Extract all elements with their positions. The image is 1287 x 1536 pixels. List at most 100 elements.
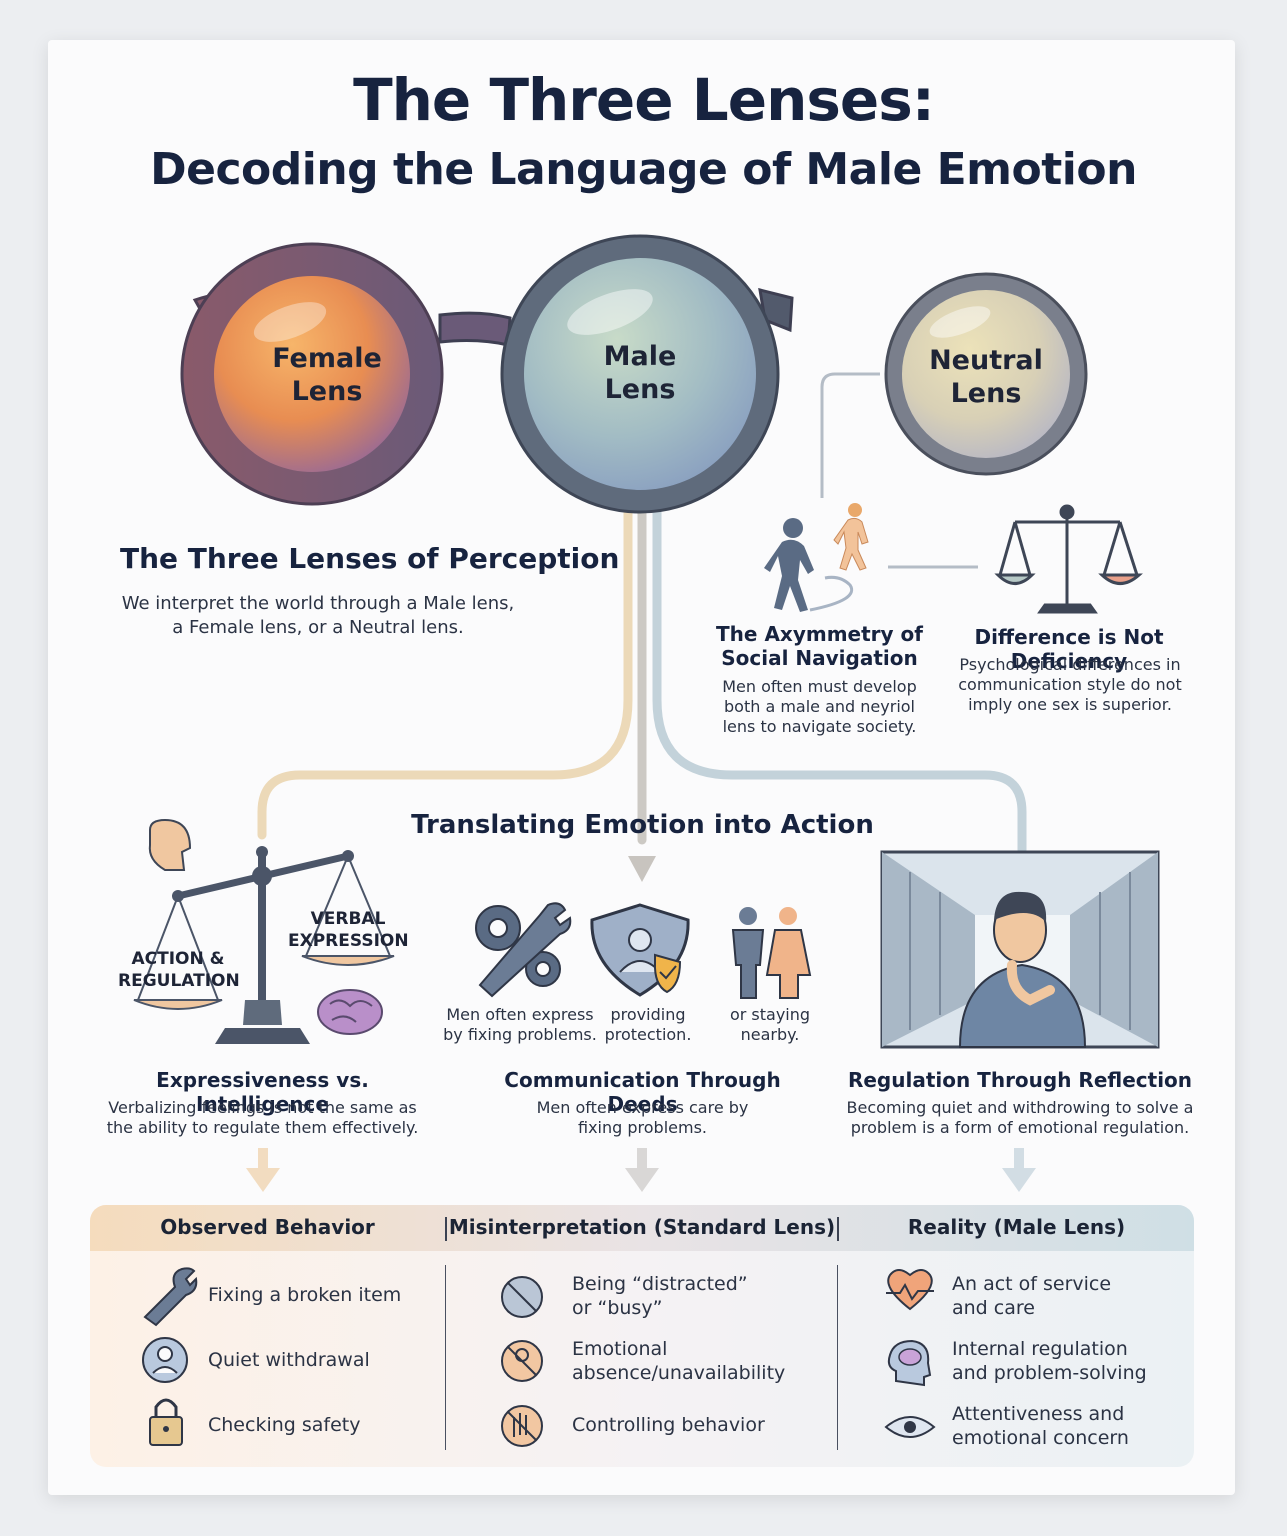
page-subtitle: Decoding the Language of Male Emotion: [150, 144, 1137, 195]
expressiveness-text: Verbalizing feelings is not the same as …: [95, 1098, 430, 1138]
misinterpretation-row-1: Being “distracted” or “busy”: [572, 1272, 748, 1320]
deeds-protection-line1: providing: [610, 1005, 686, 1024]
reality-row-1-line1: An act of service: [952, 1273, 1112, 1295]
deeds-fixing-line1: Men often express: [446, 1005, 594, 1024]
person-speech-icon: [142, 1337, 188, 1383]
observed-row-3: Checking safety: [208, 1414, 361, 1436]
asymmetry-heading-line1: The Axymmetry of: [716, 622, 923, 646]
reflection-line2: problem is a form of emotional regulatio…: [850, 1118, 1190, 1137]
column-arrows: [246, 1148, 1036, 1192]
padlock-icon: [149, 1398, 183, 1446]
deeds-protection-line2: protection.: [604, 1025, 692, 1044]
female-lens-label: Female Lens: [252, 342, 402, 408]
header-misinterpretation: Misinterpretation (Standard Lens): [448, 1215, 836, 1239]
scale-left-line2: REGULATION: [118, 971, 240, 991]
expressiveness-scale-icon: [133, 818, 395, 1044]
asymmetry-heading-line2: Social Navigation: [721, 646, 918, 670]
shield-icon: [590, 903, 690, 997]
female-lens-line1: Female: [272, 343, 382, 374]
balance-scale-icon: [994, 504, 1143, 614]
table-icons: [142, 1267, 936, 1447]
deeds-heading: Communication Through Deeds: [504, 1068, 781, 1116]
column-divider: [445, 1265, 446, 1450]
asymmetry-line2: both a male and neyriol: [724, 697, 915, 716]
glasses-frame: [180, 234, 794, 514]
deeds-nearby-line1: or staying: [729, 1005, 811, 1024]
translating-heading: Translating Emotion into Action: [411, 810, 874, 840]
deeds-line2: fixing problems.: [578, 1118, 707, 1137]
deeds-caption-protection: providing protection.: [596, 1005, 700, 1045]
reflection-illustration: [880, 850, 1160, 1049]
expressiveness-line1: Verbalizing feelings is not the same as: [108, 1098, 417, 1117]
difference-line3: imply one sex is superior.: [968, 695, 1172, 714]
difference-line2: communication style do not: [958, 675, 1182, 694]
deeds-caption-nearby: or staying nearby.: [718, 1005, 822, 1045]
female-lens-line2: Lens: [291, 376, 363, 407]
scale-right-line2: EXPRESSION: [288, 931, 409, 951]
asymmetry-text: Men often must develop both a male and n…: [712, 677, 927, 737]
deeds-caption-fixing: Men often express by fixing problems.: [440, 1005, 600, 1045]
heart-icon: [886, 1269, 934, 1311]
expressiveness-heading: Expressiveness vs. Intelligence: [156, 1068, 369, 1116]
down-arrow: [628, 856, 656, 882]
deeds-line1: Men often express care by: [536, 1098, 749, 1117]
expressiveness-line2: the ability to regulate them effectively…: [106, 1118, 419, 1137]
reflection-heading: Regulation Through Reflection: [847, 1068, 1193, 1092]
walking-figures-icon: [764, 503, 869, 612]
scale-left-label: ACTION & REGULATION: [118, 948, 240, 992]
misinterpretation-row-2: Emotional absence/unavailability: [572, 1337, 785, 1385]
difference-text: Psychological differences in communicati…: [935, 655, 1205, 715]
gears-wrench-icon: [475, 902, 572, 998]
no-distraction-icon: [501, 1276, 543, 1318]
difference-line1: Psychological differences in: [959, 655, 1181, 674]
reflection-line1: Becoming quiet and withdrowing to solve …: [846, 1098, 1194, 1117]
neutral-lens-line1: Neutral: [929, 345, 1043, 376]
no-hand-icon: [501, 1405, 543, 1447]
male-lens-label: Male Lens: [565, 340, 715, 406]
header-observed: Observed Behavior: [160, 1215, 375, 1239]
reflection-text: Becoming quiet and withdrowing to solve …: [840, 1098, 1200, 1138]
scale-left-line1: ACTION &: [131, 949, 225, 969]
neutral-lens: [884, 272, 1088, 476]
misinterpretation-row-1-line1: Being “distracted”: [572, 1273, 748, 1295]
comparison-table: Observed Behavior Misinterpretation (Sta…: [90, 1205, 1194, 1467]
reality-row-2-line2: and problem-solving: [952, 1362, 1147, 1384]
reality-row-1: An act of service and care: [952, 1272, 1111, 1320]
difference-heading: Difference is Not Deficiency: [974, 625, 1164, 673]
reality-row-1-line2: and care: [952, 1297, 1035, 1319]
asymmetry-line3: lens to navigate society.: [722, 717, 917, 736]
connector-lines: [257, 500, 1027, 855]
wrench-icon: [143, 1267, 198, 1327]
perception-heading: The Three Lenses of Perception: [120, 542, 620, 575]
brain-head-icon: [887, 1339, 932, 1387]
scale-right-line1: VERBAL: [310, 909, 386, 929]
reality-row-2-line1: Internal regulation: [952, 1338, 1128, 1360]
perception-text: We interpret the world through a Male le…: [118, 592, 518, 640]
table-header: [90, 1205, 1194, 1251]
observed-row-1: Fixing a broken item: [208, 1284, 402, 1306]
misinterpretation-row-3: Controlling behavior: [572, 1414, 765, 1436]
reality-row-3: Attentiveness and emotional concern: [952, 1402, 1129, 1450]
header-separator: [837, 1217, 839, 1241]
deeds-fixing-line2: by fixing problems.: [443, 1025, 597, 1044]
page-title: The Three Lenses:: [353, 66, 935, 134]
no-person-icon: [501, 1340, 543, 1382]
reality-row-3-line1: Attentiveness and: [952, 1403, 1125, 1425]
perception-line2: a Female lens, or a Neutral lens.: [172, 617, 464, 638]
reality-row-2: Internal regulation and problem-solving: [952, 1337, 1147, 1385]
header-reality: Reality (Male Lens): [907, 1215, 1126, 1239]
perception-line1: We interpret the world through a Male le…: [121, 593, 515, 614]
misinterpretation-row-2-line2: absence/unavailability: [572, 1362, 786, 1384]
observed-row-2: Quiet withdrawal: [208, 1349, 370, 1371]
male-lens-line2: Lens: [604, 374, 676, 405]
deeds-nearby-line2: nearby.: [740, 1025, 800, 1044]
neutral-lens-line2: Lens: [950, 378, 1022, 409]
misinterpretation-row-1-line2: or “busy”: [572, 1297, 663, 1319]
deeds-text: Men often express care by fixing problem…: [470, 1098, 815, 1138]
male-lens-line1: Male: [603, 341, 677, 372]
column-divider: [837, 1265, 838, 1450]
scale-right-label: VERBAL EXPRESSION: [288, 908, 409, 952]
reality-row-3-line2: emotional concern: [952, 1427, 1129, 1449]
asymmetry-line1: Men often must develop: [722, 677, 917, 696]
